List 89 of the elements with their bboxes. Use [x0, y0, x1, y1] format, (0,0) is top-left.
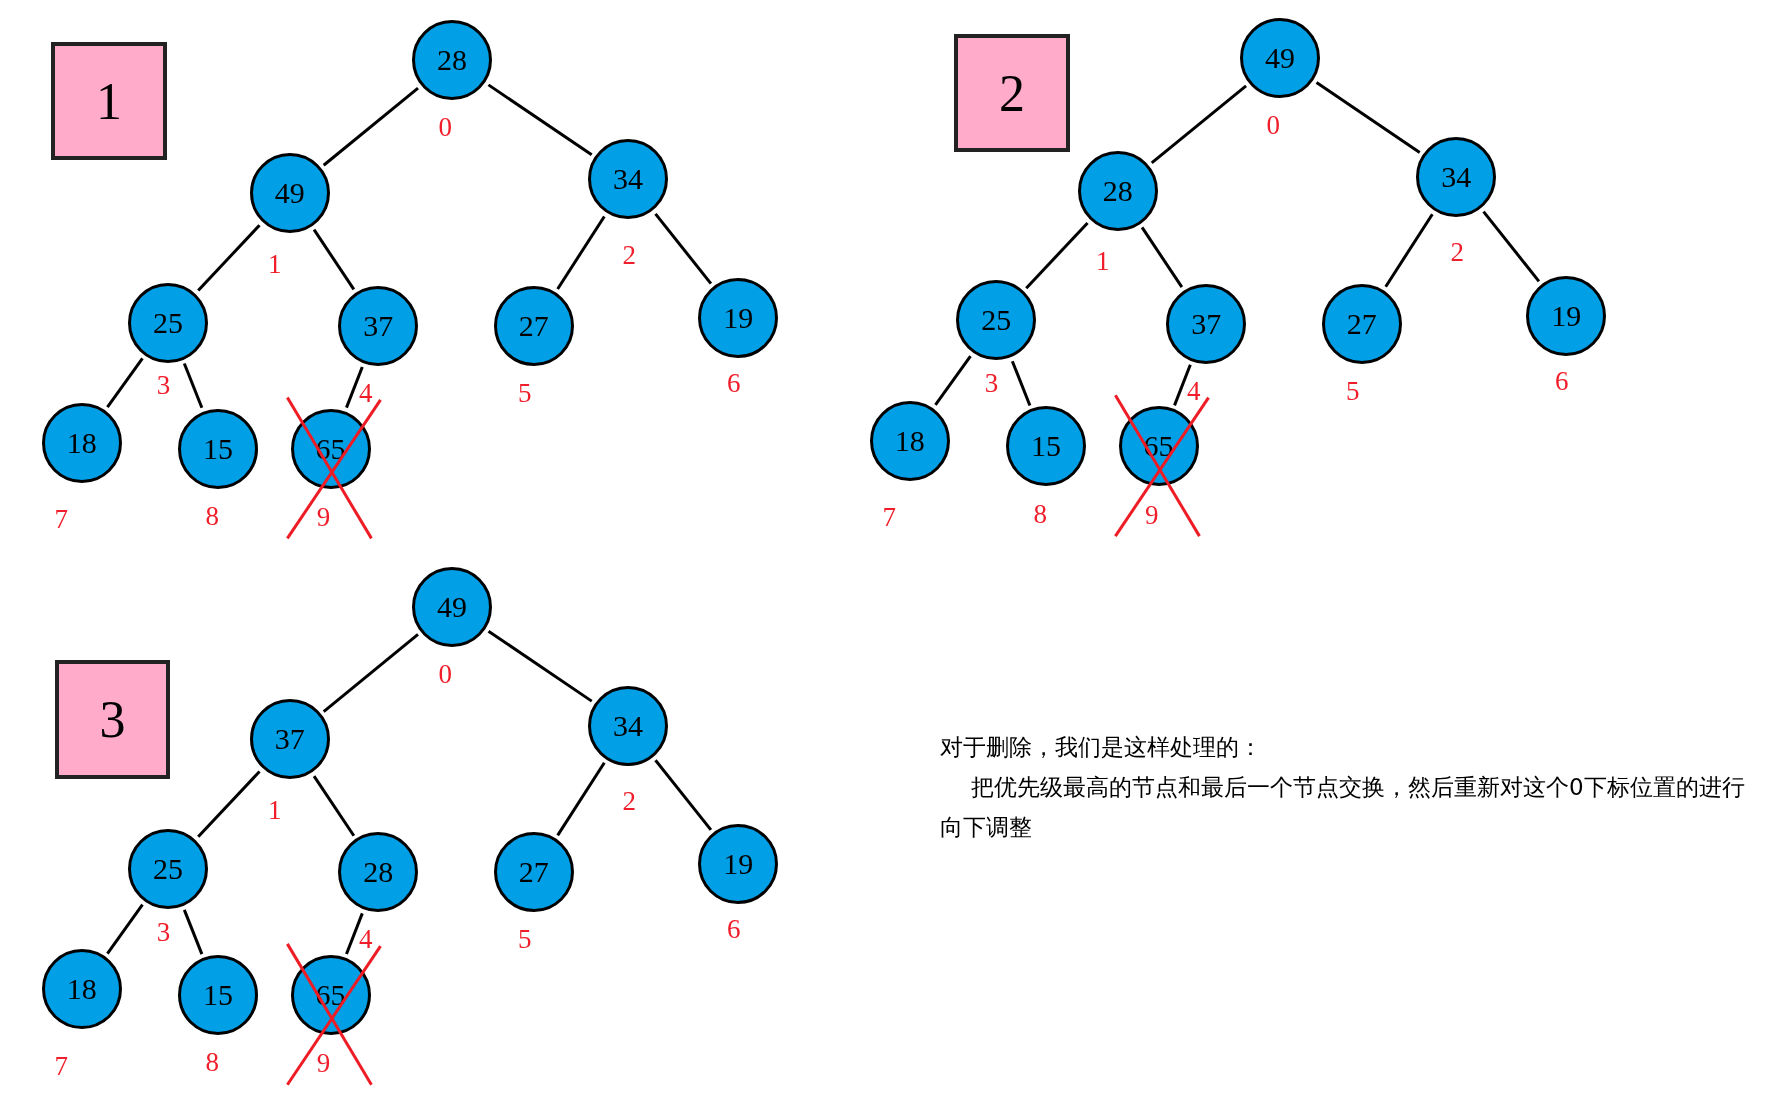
tree-edge — [312, 228, 356, 291]
index-label: 9 — [316, 503, 331, 531]
tree-edge — [182, 909, 204, 955]
note-text: 把优先级最高的节点和最后一个节点交换，然后重新对这个0下标位置的进行向下调整 — [940, 773, 1746, 842]
index-label: 8 — [205, 1049, 220, 1077]
index-label: 0 — [438, 114, 452, 142]
tree-node-circle: 18 — [869, 400, 950, 481]
tree-edge — [197, 770, 261, 838]
tree-edge — [322, 86, 419, 167]
tree-edge — [1482, 210, 1541, 283]
tree-edge — [654, 212, 713, 285]
tree-edge — [1384, 213, 1434, 288]
index-label: 9 — [1144, 501, 1159, 529]
step-number-box: 2 — [954, 34, 1070, 153]
index-label: 5 — [517, 926, 532, 954]
tree-edge — [556, 762, 606, 837]
tree-edge — [1010, 360, 1032, 407]
index-label: 2 — [1450, 239, 1464, 267]
index-label: 8 — [205, 502, 220, 530]
tree-node-circle: 27 — [493, 286, 574, 366]
tree-node-circle: 49 — [249, 153, 330, 234]
tree-edge — [556, 215, 606, 290]
tree-edge — [182, 362, 204, 409]
tree-node-circle: 28 — [1077, 150, 1158, 231]
index-label: 3 — [984, 369, 999, 397]
index-label: 1 — [268, 797, 282, 824]
tree-edge — [1150, 84, 1247, 165]
tree-edge — [345, 366, 364, 409]
tree-edge — [1173, 364, 1192, 406]
index-label: 9 — [316, 1050, 331, 1078]
tree-node-circle: 25 — [128, 828, 209, 909]
tree-edge — [312, 775, 356, 837]
tree-node-circle: 37 — [249, 699, 330, 780]
index-label: 2 — [622, 241, 636, 269]
tree-node-circle: 19 — [698, 278, 779, 359]
index-label: 0 — [1266, 112, 1280, 140]
tree-node-circle: 18 — [41, 402, 122, 483]
index-label: 1 — [268, 250, 282, 278]
index-label: 5 — [517, 380, 532, 408]
tree-node-circle: 15 — [178, 408, 259, 489]
tree-node-circle: 19 — [1526, 275, 1607, 356]
tree-node-circle: 27 — [1321, 283, 1402, 364]
tree-node-circle: 18 — [41, 949, 122, 1030]
note-text: 对于删除，我们是这样处理的： — [940, 733, 1263, 762]
index-label: 7 — [882, 503, 896, 531]
tree-edge — [1140, 226, 1184, 288]
tree-node-circle: 37 — [338, 286, 419, 366]
tree-node-circle: 34 — [1416, 137, 1497, 218]
index-label: 6 — [726, 916, 741, 944]
tree-node-circle: 34 — [588, 139, 669, 220]
index-label: 6 — [726, 369, 741, 397]
tree-node-circle: 25 — [128, 282, 209, 363]
tree-node-circle: 49 — [412, 566, 493, 647]
tree-node-circle: 27 — [493, 832, 574, 913]
tree-edge — [345, 912, 364, 955]
tree-node-circle: 49 — [1240, 17, 1321, 98]
index-label: 8 — [1033, 500, 1048, 528]
tree-node-circle: 34 — [588, 685, 669, 766]
index-label: 6 — [1554, 367, 1569, 395]
index-label: 3 — [156, 918, 171, 946]
tree-edge — [1025, 221, 1089, 290]
tree-edge — [1315, 81, 1421, 154]
tree-edge — [106, 903, 144, 955]
tree-edge — [106, 357, 144, 409]
tree-edge — [487, 629, 593, 703]
step-number-box: 3 — [54, 659, 171, 780]
index-label: 4 — [1186, 377, 1201, 405]
index-label: 2 — [622, 787, 636, 815]
tree-node-circle: 15 — [1006, 406, 1087, 487]
index-label: 5 — [1345, 377, 1360, 405]
tree-edge — [487, 83, 593, 157]
tree-edge — [934, 355, 972, 406]
index-label: 3 — [156, 372, 171, 400]
tree-node-circle: 25 — [956, 280, 1037, 361]
tree-node-circle: 37 — [1166, 283, 1247, 364]
tree-edge — [654, 759, 713, 831]
index-label: 0 — [438, 660, 452, 688]
tree-node-circle: 19 — [698, 824, 779, 905]
tree-edge — [322, 633, 419, 713]
tree-node-circle: 28 — [338, 832, 419, 913]
index-label: 4 — [358, 380, 373, 408]
index-label: 1 — [1096, 248, 1110, 276]
tree-edge — [197, 224, 261, 292]
tree-node-circle: 15 — [178, 955, 259, 1035]
step-number-box: 1 — [51, 42, 167, 161]
index-label: 7 — [54, 506, 68, 534]
index-label: 4 — [358, 926, 373, 954]
index-label: 7 — [54, 1052, 68, 1080]
tree-node-circle: 28 — [412, 20, 493, 101]
